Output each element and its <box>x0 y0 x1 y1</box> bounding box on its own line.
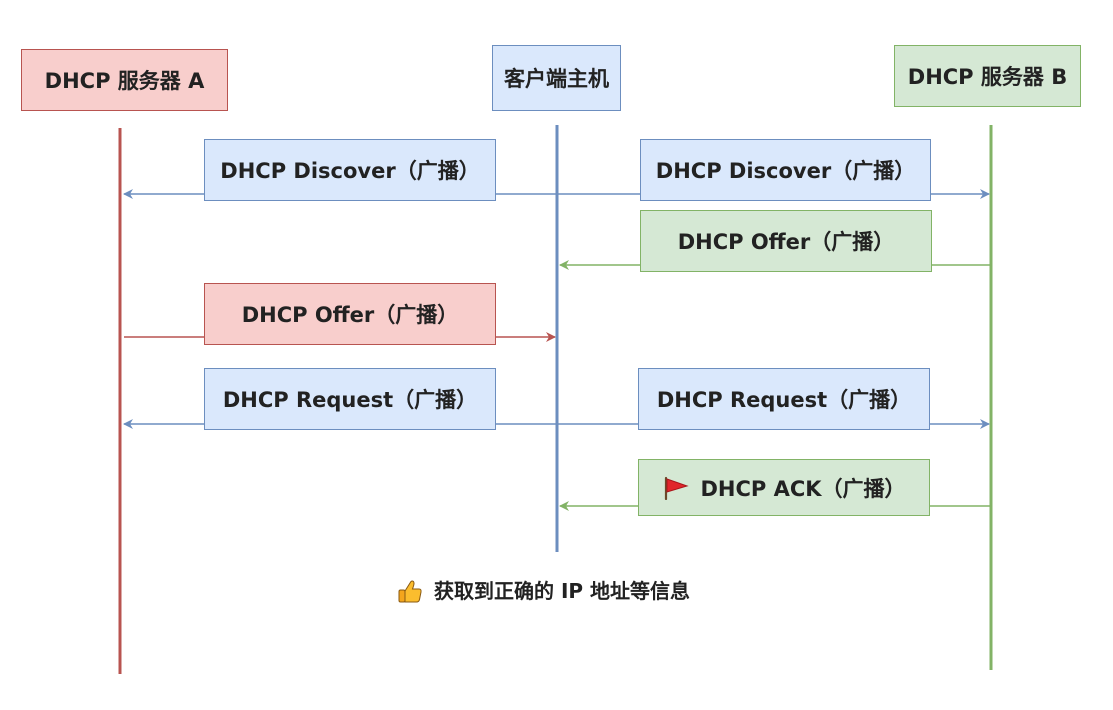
result-note-text: 获取到正确的 IP 地址等信息 <box>434 578 691 603</box>
red-flag-icon <box>662 476 690 500</box>
message-request-a: DHCP Request（广播） <box>204 368 496 430</box>
message-label: DHCP Request（广播） <box>222 388 478 412</box>
actor-server-a: DHCP 服务器 A <box>21 49 228 111</box>
actor-client: 客户端主机 <box>492 45 621 111</box>
result-note: 获取到正确的 IP 地址等信息 <box>396 570 690 608</box>
message-label: DHCP Request（广播） <box>656 388 912 412</box>
actor-server-b-label: DHCP 服务器 B <box>907 65 1068 89</box>
message-request-b: DHCP Request（广播） <box>638 368 930 430</box>
message-label: DHCP Discover（广播） <box>220 159 480 183</box>
thumbs-up-icon <box>396 577 424 603</box>
message-label: DHCP Discover（广播） <box>655 159 916 183</box>
message-label: DHCP Offer（广播） <box>677 230 895 254</box>
message-label: DHCP ACK（广播） <box>700 476 906 501</box>
message-offer-a: DHCP Offer（广播） <box>204 283 496 345</box>
message-discover-a: DHCP Discover（广播） <box>204 139 496 201</box>
message-offer-b: DHCP Offer（广播） <box>640 210 932 272</box>
actor-client-label: 客户端主机 <box>504 67 609 91</box>
message-ack-b: DHCP ACK（广播） <box>638 459 930 516</box>
message-discover-b: DHCP Discover（广播） <box>640 139 931 201</box>
actor-server-b: DHCP 服务器 B <box>894 45 1081 107</box>
actor-server-a-label: DHCP 服务器 A <box>44 69 205 93</box>
message-label: DHCP Offer（广播） <box>241 303 459 327</box>
